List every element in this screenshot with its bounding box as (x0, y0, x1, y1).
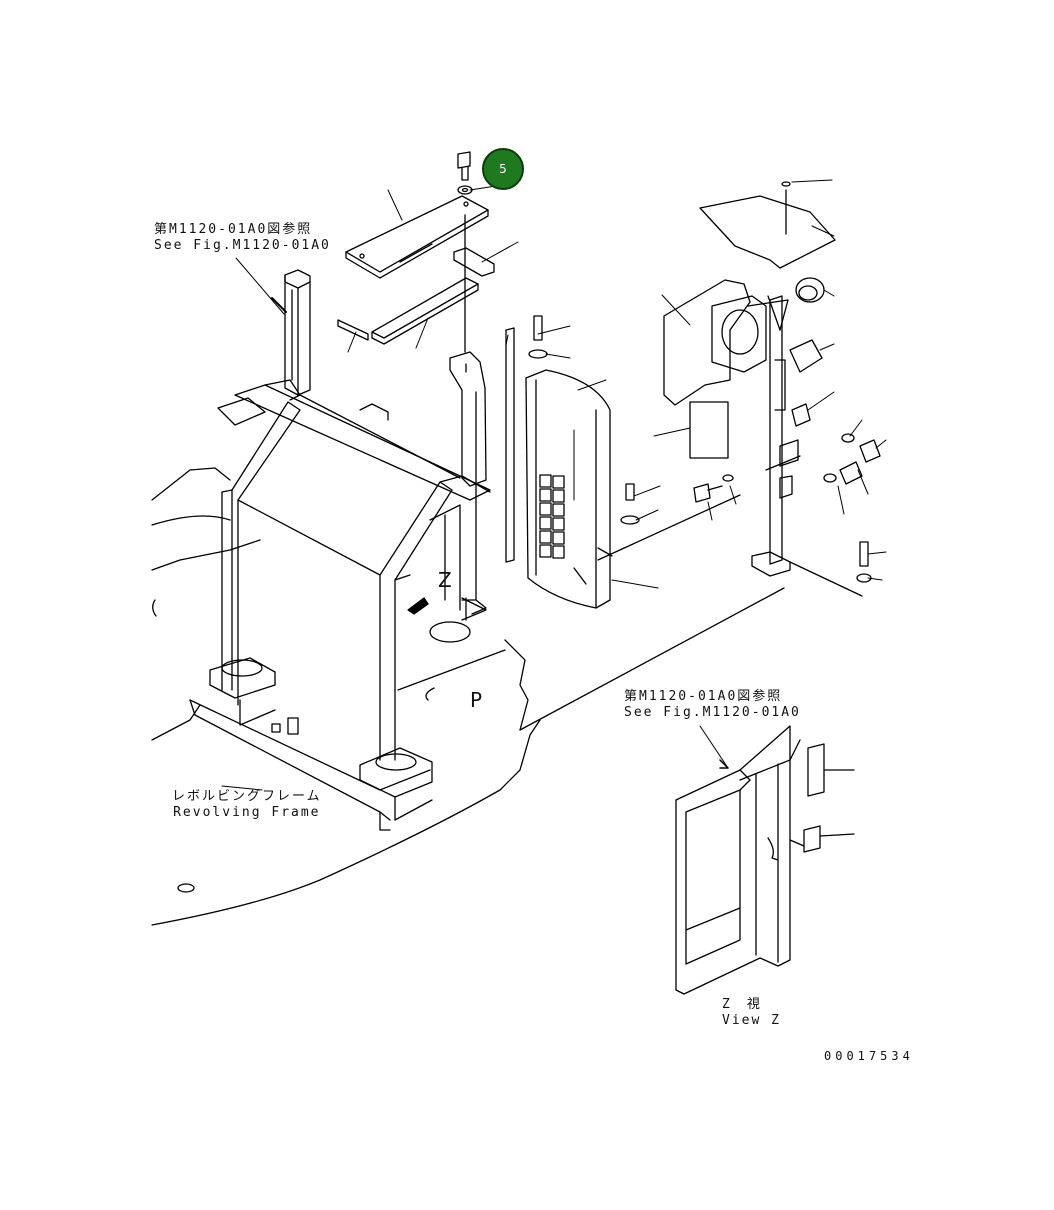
rear-pillar (449, 351, 487, 615)
view-z-label: Z 視 View Z (722, 997, 781, 1029)
reference-en-label: See Fig.M1120-01A0 (624, 705, 801, 720)
grille (539, 474, 565, 559)
reference-en-label: See Fig.M1120-01A0 (154, 238, 331, 253)
frame-en-label: Revolving Frame (173, 805, 321, 820)
bars (337, 247, 515, 563)
view-en-label: View Z (722, 1013, 781, 1028)
view-jp-label: Z 視 (722, 997, 762, 1012)
z-mark: Z (438, 568, 452, 592)
main-enclosure (209, 379, 491, 821)
frame-jp-label: レボルビングフレーム (172, 789, 322, 804)
callout-badge[interactable]: 5 (482, 148, 524, 190)
left-post (284, 269, 311, 396)
cover-plate (345, 151, 489, 353)
side-cover (525, 369, 741, 609)
right-assembly (519, 181, 881, 731)
revolving-frame-label: レボルビングフレーム Revolving Frame (172, 789, 322, 821)
view-z-inset (675, 725, 855, 995)
leader-lines (221, 179, 887, 791)
reference-jp-label: 第M1120-01A0図参照 (154, 222, 313, 237)
p-mark: P (470, 688, 483, 712)
reference-note-bottom-right: 第M1120-01A0図参照 See Fig.M1120-01A0 (624, 689, 801, 721)
drawing-number: 00017534 (824, 1049, 914, 1063)
reference-note-top-left: 第M1120-01A0図参照 See Fig.M1120-01A0 (154, 222, 331, 254)
reference-jp-label: 第M1120-01A0図参照 (624, 689, 783, 704)
revolving-frame-base (151, 467, 541, 926)
